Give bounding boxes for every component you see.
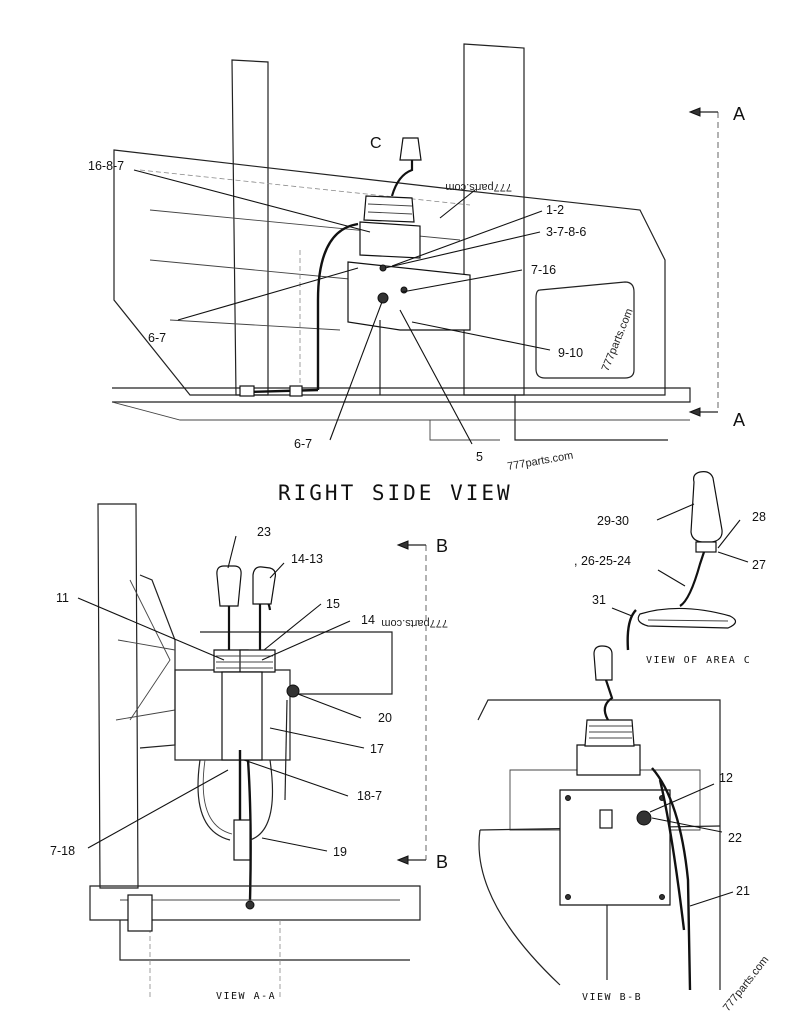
section-line-b (396, 540, 427, 865)
watermark-middle: 777parts.com (506, 450, 574, 473)
callout-14-13: 14-13 (291, 552, 323, 566)
callout-21: 21 (736, 884, 750, 898)
callout-14: 14 (361, 613, 375, 627)
section-line-a (688, 107, 719, 417)
callout-1-2: 1-2 (546, 203, 564, 217)
area-c-view-title: VIEW OF AREA C (646, 655, 751, 666)
right-side-view-leaders (133, 169, 551, 445)
callout-5: 5 (476, 450, 483, 464)
view-b-b-drawing (477, 645, 721, 991)
watermark-vertical: 777parts.com (600, 307, 636, 373)
callout-6-7-upper: 6-7 (148, 331, 166, 345)
callout-19: 19 (333, 845, 347, 859)
view-b-b-leaders (649, 783, 734, 907)
right-side-view-title: RIGHT SIDE VIEW (278, 481, 513, 505)
callout-17: 17 (370, 742, 384, 756)
area-c-leaders (611, 503, 749, 617)
callout-31: 31 (592, 593, 606, 607)
view-a-a-leaders (77, 535, 365, 852)
section-mark-a-top: A (733, 104, 745, 124)
callout-27: 27 (752, 558, 766, 572)
callout-22: 22 (728, 831, 742, 845)
right-side-view-drawing (111, 43, 691, 441)
callout-29-30: 29-30 (597, 514, 629, 528)
callout-23: 23 (257, 525, 271, 539)
view-a-a-title: VIEW A-A (216, 991, 276, 1002)
callout-11: 11 (56, 591, 69, 605)
watermark-corner: 777parts.com (721, 954, 771, 1014)
callout-12: 12 (719, 771, 733, 785)
watermark-view-a-a: 777parts.com (381, 617, 448, 629)
callout-6-7-lower: 6-7 (294, 437, 312, 451)
view-a-a-drawing (89, 503, 421, 1000)
watermark-upper: 777parts.com (445, 181, 512, 193)
callout-28: 28 (752, 510, 766, 524)
callout-3-7-8-6: 3-7-8-6 (546, 225, 586, 239)
section-mark-b-bottom: B (436, 852, 448, 872)
section-mark-a-bottom: A (733, 410, 745, 430)
section-mark-b-top: B (436, 536, 448, 556)
callout-16-8-7: 16-8-7 (88, 159, 124, 173)
callout-7-18: 7-18 (50, 844, 75, 858)
callout-20: 20 (378, 711, 392, 725)
callout-7-16: 7-16 (531, 263, 556, 277)
callout-9-10: 9-10 (558, 346, 583, 360)
callout-18-7: 18-7 (357, 789, 382, 803)
view-b-b-title: VIEW B-B (582, 992, 642, 1003)
callout-15: 15 (326, 597, 340, 611)
callout-26-25-24: , 26-25-24 (574, 554, 631, 568)
area-c-drawing (626, 471, 737, 651)
detail-marker-c: C (370, 135, 382, 152)
